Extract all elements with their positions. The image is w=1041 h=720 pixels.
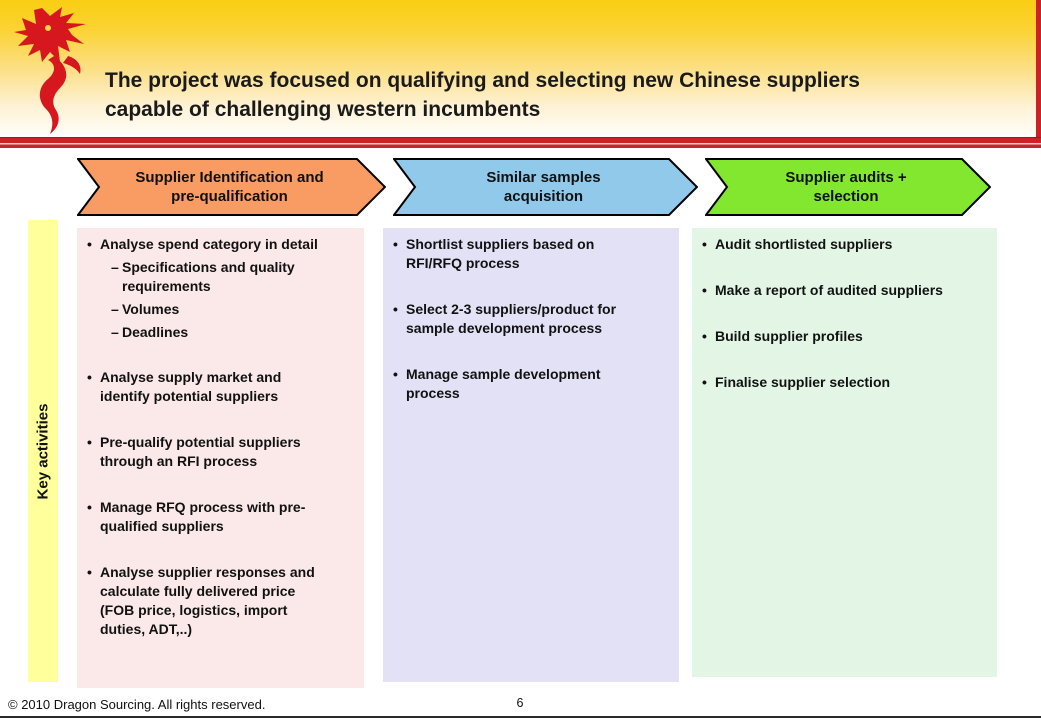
chevron-shape-3 (705, 158, 991, 216)
chevron-shape-2 (393, 158, 698, 216)
page-title: The project was focused on qualifying an… (105, 66, 1005, 124)
sub-bullet-item: Deadlines (77, 323, 364, 342)
bullet-item: Shortlist suppliers based on RFI/RFQ pro… (383, 235, 679, 273)
header-divider-rule (0, 137, 1041, 148)
page-title-line-2: capable of challenging western incumbent… (105, 98, 541, 121)
bullet-item: Analyse supply market and identify poten… (77, 368, 364, 406)
bullet-item: Manage sample development process (383, 365, 679, 403)
bullet-item: Finalise supplier selection (692, 373, 997, 392)
sub-bullet-item: Volumes (77, 300, 364, 319)
column-samples-acquisition: Shortlist suppliers based on RFI/RFQ pro… (383, 228, 679, 682)
header-right-red-stripe (1036, 0, 1041, 148)
page-title-line-1: The project was focused on qualifying an… (105, 69, 860, 92)
process-step-1-chevron: Supplier Identification and pre-qualific… (77, 158, 386, 216)
process-step-2-chevron: Similar samples acquisition (393, 158, 698, 216)
process-step-3-label: Supplier audits + selection (785, 169, 907, 205)
header-banner (0, 0, 1041, 137)
bullet-item: Analyse spend category in detail (77, 235, 364, 254)
process-step-3-chevron: Supplier audits + selection (705, 158, 991, 216)
bullet-item: Audit shortlisted suppliers (692, 235, 997, 254)
bullet-item: Pre-qualify potential suppliers through … (77, 433, 364, 471)
chevron-shape-1 (77, 158, 386, 216)
bullet-item: Select 2-3 suppliers/product for sample … (383, 300, 679, 338)
key-activities-label: Key activities (34, 403, 52, 499)
copyright-text: © 2010 Dragon Sourcing. All rights reser… (8, 697, 266, 712)
bullet-item: Manage RFQ process with pre- qualified s… (77, 498, 364, 536)
page-number: 6 (516, 696, 524, 710)
dragon-logo-icon (14, 7, 86, 134)
bullet-item: Make a report of audited suppliers (692, 281, 997, 300)
sub-bullet-item: Specifications and quality requirements (77, 258, 364, 296)
key-activities-sidebar: Key activities (28, 220, 58, 682)
bullet-item: Analyse supplier responses and calculate… (77, 563, 364, 639)
column-supplier-identification: Analyse spend category in detail Specifi… (77, 228, 364, 688)
process-step-2-label: Similar samples acquisition (486, 169, 601, 205)
column-audits-selection: Audit shortlisted suppliers Make a repor… (692, 228, 997, 677)
bullet-item: Build supplier profiles (692, 327, 997, 346)
bottom-border-rule (0, 716, 1041, 718)
process-step-1-label: Supplier Identification and pre-qualific… (135, 169, 324, 205)
